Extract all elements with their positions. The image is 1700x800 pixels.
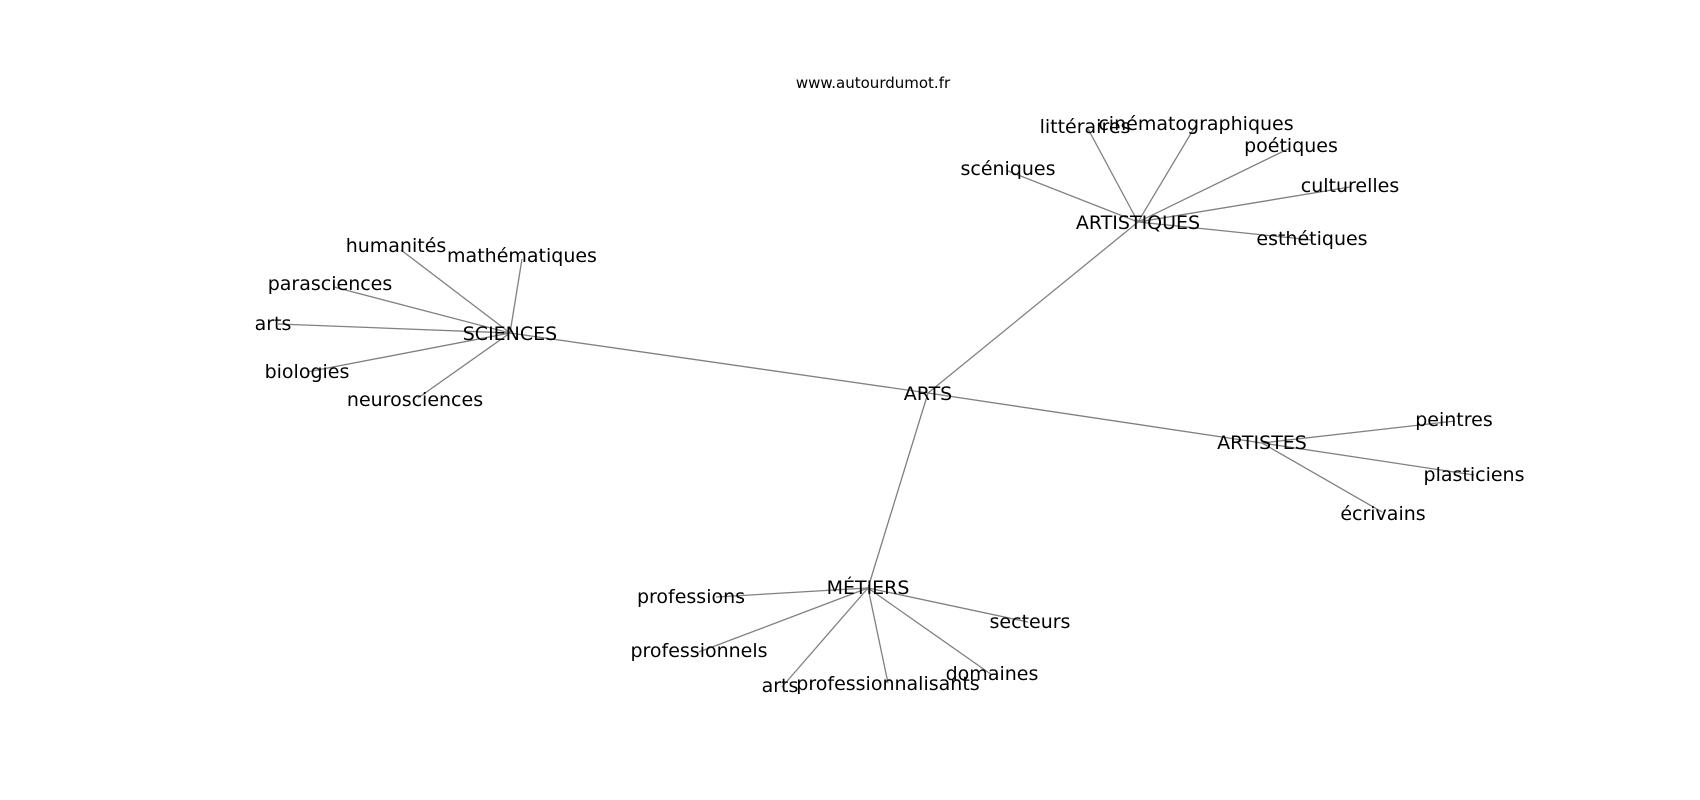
node-humanites: humanités [346, 235, 447, 257]
node-parasciences: parasciences [268, 273, 393, 295]
edge-artistiques-cinematographiques [1137, 124, 1197, 223]
edge-artistes-peintres [1261, 420, 1456, 444]
node-sceniques: scéniques [960, 158, 1055, 180]
node-litteraires: littéraires [1040, 116, 1131, 138]
edge-sciences-neurosciences [417, 332, 511, 399]
labels: www.autourdumot.fr ARTS SCIENCES humanit… [255, 74, 1525, 697]
node-ecrivains: écrivains [1340, 503, 1425, 525]
edge-artistiques-culturelles [1137, 186, 1351, 223]
edge-artistes-ecrivains [1261, 442, 1383, 513]
edge-metiers-professionnalisants [867, 587, 889, 684]
node-professionnels: professionnels [630, 640, 767, 662]
edge-sciences-arts [277, 323, 511, 334]
edge-metiers-professionnels [698, 587, 869, 653]
node-mathematiques: mathématiques [447, 245, 597, 267]
node-artistiques: ARTISTIQUES [1076, 212, 1200, 234]
node-metiers: MÉTIERS [827, 576, 910, 599]
node-esthetiques: esthétiques [1256, 228, 1367, 250]
node-neurosciences: neurosciences [347, 389, 483, 411]
edge-sciences-humanites [400, 249, 511, 334]
node-center-arts: ARTS [904, 383, 952, 405]
node-sciences: SCIENCES [463, 323, 557, 345]
edge-sciences-mathematiques [509, 258, 523, 334]
node-peintres: peintres [1415, 409, 1493, 431]
node-secteurs: secteurs [990, 611, 1071, 633]
node-plasticiens: plasticiens [1424, 464, 1525, 486]
node-domaines: domaines [946, 663, 1039, 685]
node-arts-metiers: arts [762, 675, 799, 697]
edge-sciences-biologies [306, 332, 511, 373]
edge-artistiques-esthetiques [1137, 221, 1313, 241]
edge-metiers-professions [715, 587, 869, 598]
edge-artistes-plasticiens [1261, 442, 1475, 476]
edges [277, 124, 1475, 688]
node-professions: professions [637, 586, 745, 608]
edge-arts-sciences [509, 332, 929, 394]
edge-metiers-secteurs [867, 587, 1029, 623]
node-poetiques: poétiques [1244, 135, 1338, 157]
node-arts-sciences: arts [255, 313, 292, 335]
node-biologies: biologies [265, 361, 350, 383]
site-url: www.autourdumot.fr [796, 74, 951, 92]
node-cinematographiques: cinématographiques [1098, 113, 1293, 135]
edge-artistiques-litteraires [1086, 126, 1139, 223]
node-professionnalisants: professionnalisants [796, 673, 979, 695]
edge-metiers-arts [781, 587, 869, 688]
edge-arts-artistes [927, 392, 1263, 444]
edge-artistiques-poetiques [1137, 147, 1291, 223]
edge-artistiques-sceniques [1007, 170, 1139, 223]
edge-arts-artistiques [927, 221, 1139, 394]
edge-arts-metiers [867, 392, 929, 589]
edge-sciences-parasciences [333, 286, 511, 334]
node-artistes: ARTISTES [1217, 432, 1307, 454]
node-culturelles: culturelles [1301, 175, 1400, 197]
edge-metiers-domaines [867, 587, 993, 676]
